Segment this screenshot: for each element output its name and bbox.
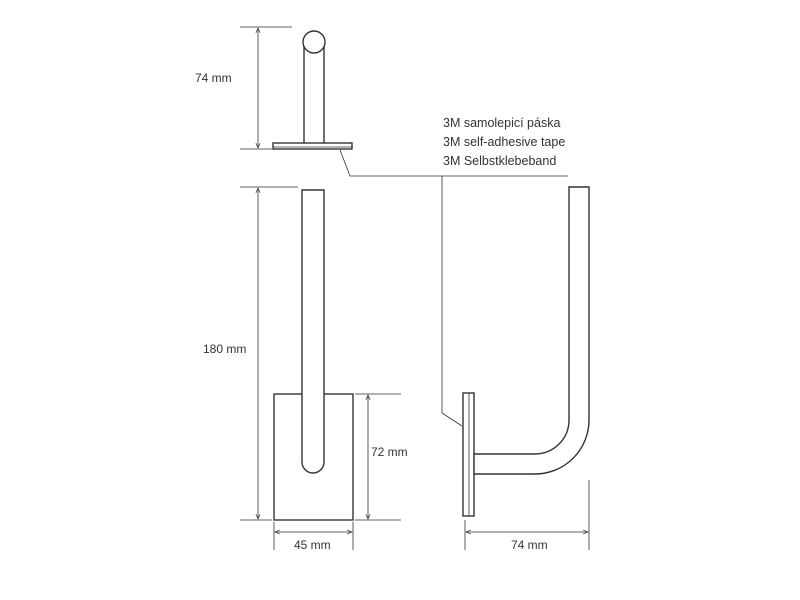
label-projection-depth: 74 mm bbox=[511, 538, 548, 552]
front-view bbox=[273, 189, 354, 521]
label-total-height: 180 mm bbox=[203, 342, 246, 356]
side-view-bent-rod bbox=[473, 186, 590, 475]
dim-top-height bbox=[240, 26, 292, 150]
tape-label-de: 3M Selbstklebeband bbox=[443, 154, 556, 168]
label-plate-height: 72 mm bbox=[371, 445, 408, 459]
top-view-rod bbox=[303, 42, 325, 143]
dim-projection bbox=[464, 480, 590, 550]
side-view-wall-plate bbox=[462, 392, 475, 517]
top-view-base-plate bbox=[272, 142, 353, 150]
label-top-height: 74 mm bbox=[195, 71, 232, 85]
dim-total-height bbox=[240, 186, 298, 521]
side-view bbox=[462, 186, 590, 517]
top-view-rod-end bbox=[302, 30, 326, 54]
label-plate-width: 45 mm bbox=[294, 538, 331, 552]
front-view-rod bbox=[301, 189, 325, 474]
tape-callout-leaders bbox=[339, 149, 568, 427]
dim-plate-width bbox=[273, 522, 354, 550]
tape-label-en: 3M self-adhesive tape bbox=[443, 135, 565, 149]
dim-plate-height bbox=[355, 393, 401, 521]
tape-label-cs: 3M samolepicí páska bbox=[443, 116, 560, 130]
top-view bbox=[272, 30, 353, 150]
